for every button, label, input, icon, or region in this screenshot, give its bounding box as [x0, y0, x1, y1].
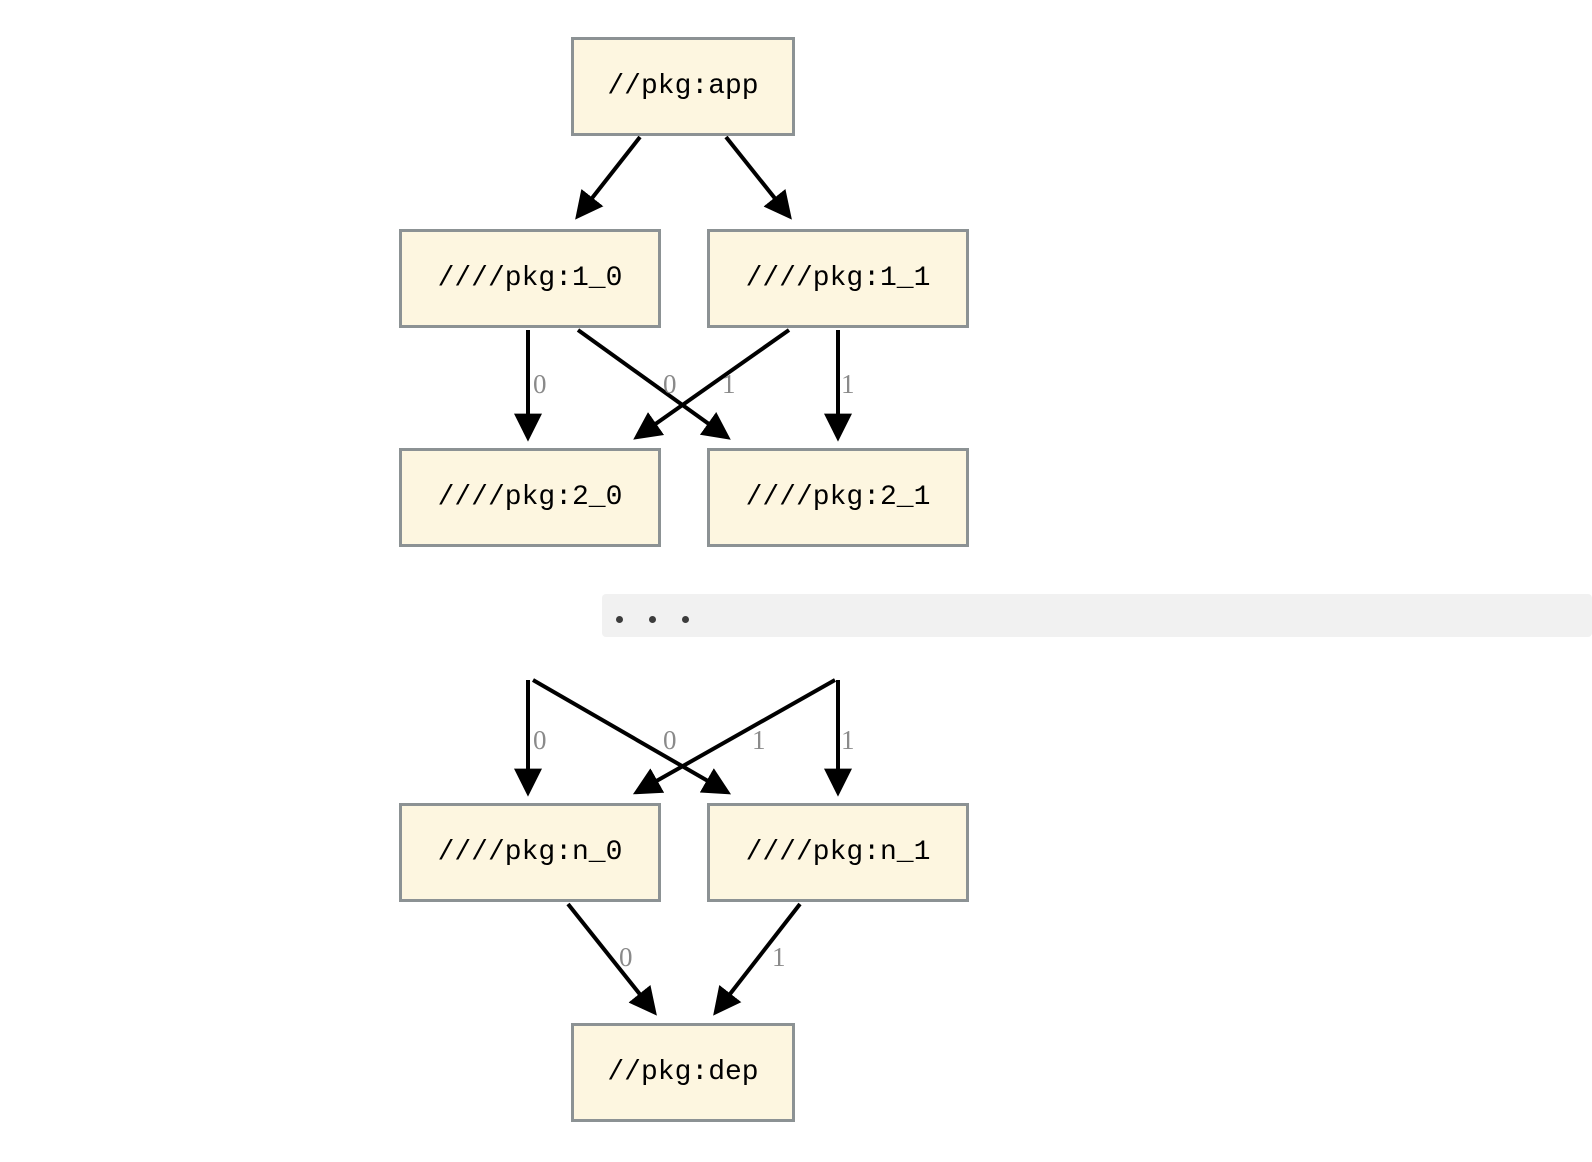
edge-label-1_1-to-2_1: 1 [841, 369, 855, 399]
node-label: ////pkg:2_0 [437, 482, 623, 513]
node-label: ////pkg:n_1 [745, 837, 931, 868]
node-pkg-1-1[interactable]: ////pkg:1_1 [707, 229, 969, 328]
node-pkg-dep[interactable]: //pkg:dep [571, 1023, 795, 1122]
node-pkg-n-0[interactable]: ////pkg:n_0 [399, 803, 661, 902]
edge-label-1_0-to-2_0: 0 [533, 369, 547, 399]
edge-app-to-1_0 [575, 135, 642, 220]
edge-label-1_0-to-2_1: 0 [663, 369, 677, 399]
truncation-ellipsis-band [602, 594, 1592, 637]
edge-label-cut-to-n_0-b: 1 [752, 725, 766, 755]
edge-label-1_1-to-2_0: 1 [722, 369, 736, 399]
ellipsis-dot-icon [616, 616, 623, 623]
node-pkg-2-0[interactable]: ////pkg:2_0 [399, 448, 661, 547]
edge-label-cut-to-n_1-b: 1 [841, 725, 855, 755]
edge-label-cut-to-n_1: 0 [663, 725, 677, 755]
edge-label-cut-to-n_0: 0 [533, 725, 547, 755]
node-label: ////pkg:2_1 [745, 482, 931, 513]
edge-label-n_0-to-dep: 0 [619, 942, 633, 972]
node-pkg-n-1[interactable]: ////pkg:n_1 [707, 803, 969, 902]
node-label: //pkg:app [607, 71, 759, 102]
node-label: ////pkg:1_1 [745, 263, 931, 294]
edge-app-to-1_1 [724, 135, 792, 220]
ellipsis-dot-icon [649, 616, 656, 623]
edge-cut-to-n_0-b [632, 678, 836, 795]
edge-1_1-to-2_0 [633, 328, 791, 440]
ellipsis-dot-icon [682, 616, 689, 623]
edge-n_1-to-dep [713, 902, 802, 1016]
edge-cut-to-n_1 [532, 678, 732, 795]
edge-label-n_1-to-dep: 1 [772, 942, 786, 972]
node-pkg-app[interactable]: //pkg:app [571, 37, 795, 136]
node-label: ////pkg:1_0 [437, 263, 623, 294]
node-pkg-2-1[interactable]: ////pkg:2_1 [707, 448, 969, 547]
edge-1_0-to-2_1 [576, 328, 731, 440]
node-label: //pkg:dep [607, 1057, 759, 1088]
edge-n_0-to-dep [566, 902, 657, 1016]
node-label: ////pkg:n_0 [437, 837, 623, 868]
node-pkg-1-0[interactable]: ////pkg:1_0 [399, 229, 661, 328]
